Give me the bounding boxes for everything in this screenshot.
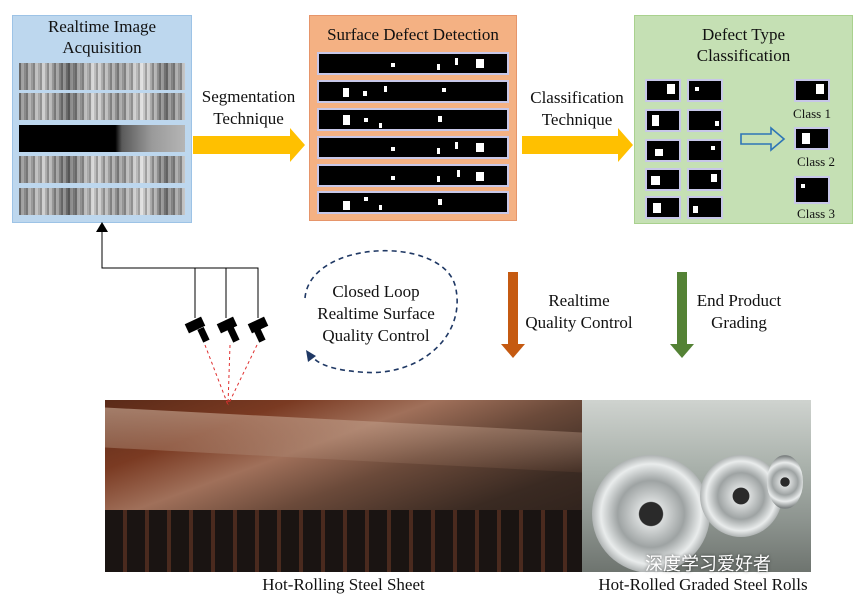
class-1-label: Class 1 (793, 106, 831, 121)
steel-image-strip (19, 125, 185, 152)
defect-tile (645, 168, 681, 191)
defect-tile (645, 196, 681, 219)
classification-technique-label: Classification Technique (530, 88, 624, 129)
camera-icon (184, 316, 210, 343)
defect-mask-strip (317, 80, 509, 103)
defect-tile (687, 168, 723, 191)
segmentation-arrow (193, 128, 305, 162)
defect-tile (645, 79, 681, 102)
segmentation-label: Segmentation Technique (201, 87, 296, 128)
realtime-quality-control-label: Realtime Quality Control (525, 291, 633, 332)
closed-loop-arrow (304, 249, 458, 374)
left-photo-caption: Hot-Rolling Steel Sheet (262, 575, 425, 594)
watermark-text: 深度学习爱好者 (645, 554, 771, 575)
camera-view-lines (204, 344, 258, 406)
steel-image-strip (19, 156, 185, 183)
steel-image-strip (19, 188, 185, 215)
defect-tile (687, 139, 723, 162)
defect-mask-strip (317, 52, 509, 75)
hot-rolling-steel-photo (105, 400, 582, 572)
steel-image-strip (19, 93, 185, 120)
defect-classification-box: Defect Type Classification Class 1 Class… (634, 15, 853, 224)
classification-title: Defect Type Classification (696, 25, 791, 65)
defect-mask-strip (317, 191, 509, 214)
defect-tile (687, 79, 723, 102)
acquisition-title: Realtime Image Acquisition (47, 17, 157, 57)
end-product-grading-arrow (670, 272, 694, 358)
defect-mask-strip (317, 164, 509, 187)
to-classes-arrow (740, 126, 786, 152)
camera-icon (247, 316, 269, 343)
defect-tile (645, 109, 681, 132)
class-2-example (794, 127, 830, 150)
steel-image-strip (19, 63, 185, 90)
right-photo-caption: Hot-Rolled Graded Steel Rolls (598, 575, 808, 594)
realtime-quality-control-arrow (501, 272, 525, 358)
defect-mask-strip (317, 136, 509, 159)
class-1-example (794, 79, 830, 102)
camera-icon (216, 316, 240, 343)
defect-tile (687, 196, 723, 219)
defect-tile (645, 139, 681, 162)
class-3-label: Class 3 (797, 206, 835, 221)
class-3-example (794, 176, 830, 204)
defect-detection-box: Surface Defect Detection (309, 15, 517, 221)
detection-title: Surface Defect Detection (327, 25, 499, 44)
end-product-grading-label: End Product Grading (696, 291, 782, 332)
classification-arrow (522, 128, 633, 162)
defect-tile (687, 109, 723, 132)
camera-connector-lines (101, 224, 259, 318)
defect-mask-strip (317, 108, 509, 131)
connector-arrowhead (96, 222, 108, 232)
image-acquisition-box: Realtime Image Acquisition (12, 15, 192, 223)
closed-loop-label: Closed Loop Realtime Surface Quality Con… (317, 282, 435, 345)
steel-rolls-photo (582, 400, 811, 572)
class-2-label: Class 2 (797, 154, 835, 169)
